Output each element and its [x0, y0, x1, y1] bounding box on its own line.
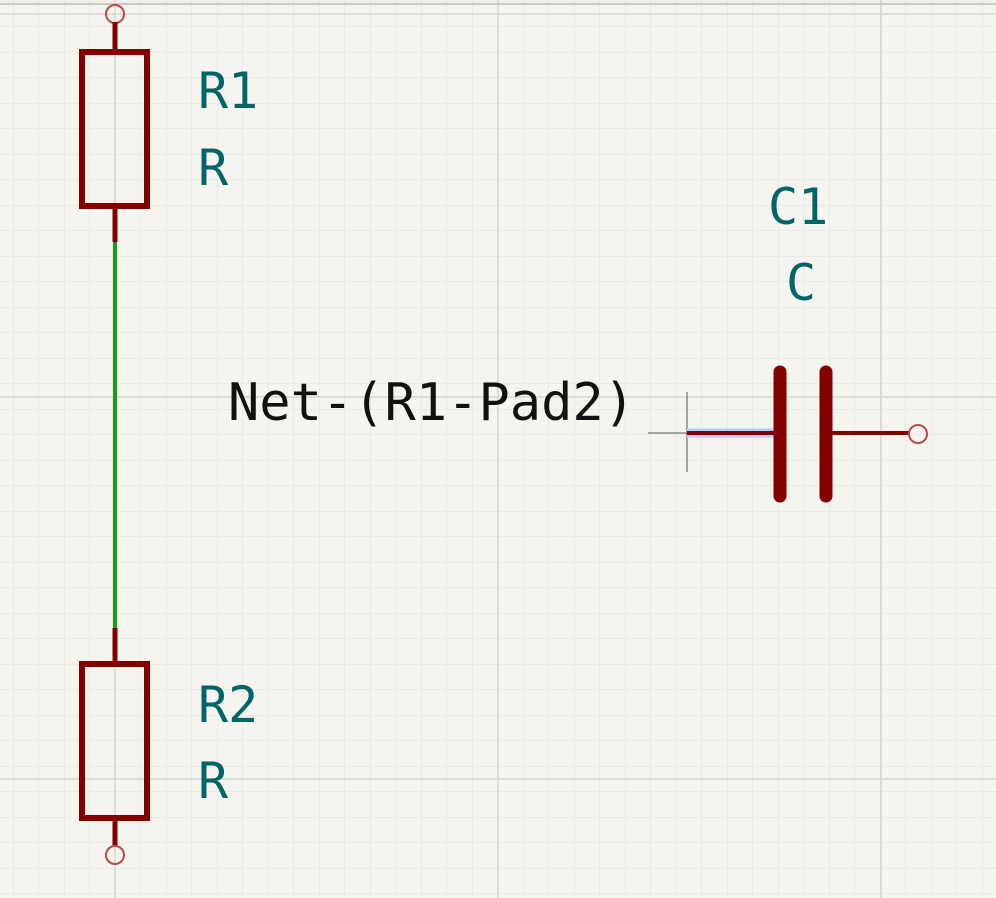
capacitor-c1[interactable]: C1 C [687, 178, 928, 503]
resistor-r2[interactable]: R2 R [79, 628, 258, 865]
r2-value[interactable]: R [198, 752, 229, 810]
c1-reference[interactable]: C1 [768, 178, 828, 236]
r2-reference[interactable]: R2 [198, 676, 258, 734]
c1-value[interactable]: C [786, 254, 816, 312]
r1-reference[interactable]: R1 [198, 62, 258, 120]
c1-pin-2-endpoint[interactable] [908, 424, 928, 444]
r1-value[interactable]: R [198, 139, 229, 197]
net-label[interactable]: Net-(R1-Pad2) [228, 373, 635, 433]
r2-pin-2-endpoint[interactable] [105, 845, 125, 865]
resistor-r1[interactable]: R1 R [79, 4, 258, 242]
